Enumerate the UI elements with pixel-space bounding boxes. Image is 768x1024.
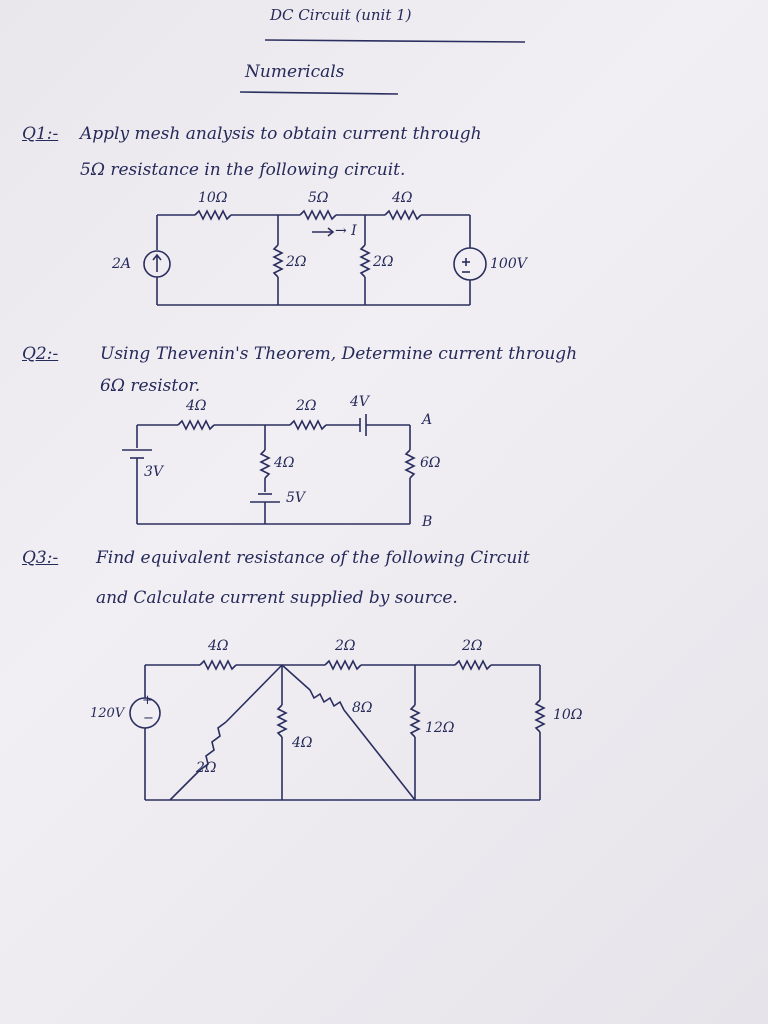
resistor-4-ohm (384, 209, 422, 221)
label-2-ohm: 2Ω (296, 398, 317, 414)
label-2-ohm-b: 2Ω (373, 254, 394, 270)
resistor-2-ohm-b (359, 244, 371, 278)
page-title: DC Circuit (unit 1) (270, 6, 412, 24)
question-2-line-1: Using Thevenin's Theorem, Determine curr… (100, 344, 578, 364)
label-2a: 2A (112, 256, 132, 272)
label-4-ohm-vertical: 4Ω (292, 735, 313, 751)
polarity-plus: + (142, 693, 153, 708)
label-100v: 100V (490, 256, 527, 272)
label-4-ohm: 4Ω (208, 638, 229, 654)
resistor-2-ohm (289, 419, 327, 431)
question-3-line-2: and Calculate current supplied by source… (96, 588, 458, 608)
terminal-a: A (422, 412, 433, 428)
resistor-2-ohm-diag (199, 721, 227, 771)
resistor-4-ohm-mid (259, 449, 271, 479)
resistor-5-ohm (299, 209, 337, 221)
resistor-10-ohm (534, 699, 546, 733)
question-number-3: Q3:- (22, 548, 59, 568)
label-10-ohm: 10Ω (198, 190, 228, 206)
resistor-2-ohm-top-2 (454, 659, 492, 671)
question-1-line-1: Apply mesh analysis to obtain current th… (80, 124, 482, 144)
label-2-ohm-diag: 2Ω (196, 760, 217, 776)
label-5-ohm: 5Ω (308, 190, 329, 206)
resistor-4-ohm-vertical (276, 704, 288, 738)
polarity-minus: − (143, 711, 154, 726)
resistor-12-ohm (409, 704, 421, 738)
label-4-ohm-top: 4Ω (186, 398, 207, 414)
label-2-ohm-a: 2Ω (286, 254, 307, 270)
label-4-ohm: 4Ω (392, 190, 413, 206)
label-3v: 3V (144, 464, 164, 480)
label-2-ohm-2: 2Ω (462, 638, 483, 654)
label-4v: 4V (350, 394, 370, 410)
resistor-2-ohm-top-1 (324, 659, 362, 671)
question-1-line-2: 5Ω resistance in the following circuit. (80, 160, 406, 180)
resistor-2-ohm-a (272, 244, 284, 278)
resistor-8-ohm (309, 689, 345, 711)
label-12-ohm: 12Ω (425, 720, 455, 736)
label-5v: 5V (286, 490, 306, 506)
label-8-ohm: 8Ω (352, 700, 373, 716)
terminal-b: B (422, 514, 433, 530)
label-10-ohm: 10Ω (553, 707, 583, 723)
resistor-6-ohm (404, 449, 416, 479)
resistor-4-ohm (199, 659, 237, 671)
question-number-2: Q2:- (22, 344, 59, 364)
label-current-i: → I (335, 223, 357, 239)
resistor-4-ohm-top (177, 419, 215, 431)
section-heading: Numericals (245, 62, 345, 82)
label-120v: 120V (90, 706, 125, 721)
question-number-1: Q1:- (22, 124, 59, 144)
question-3-line-1: Find equivalent resistance of the follow… (96, 548, 530, 568)
label-2-ohm-1: 2Ω (335, 638, 356, 654)
label-4-ohm-mid: 4Ω (274, 455, 295, 471)
resistor-10-ohm (194, 209, 232, 221)
label-6-ohm: 6Ω (420, 455, 441, 471)
question-2-line-2: 6Ω resistor. (100, 376, 201, 396)
